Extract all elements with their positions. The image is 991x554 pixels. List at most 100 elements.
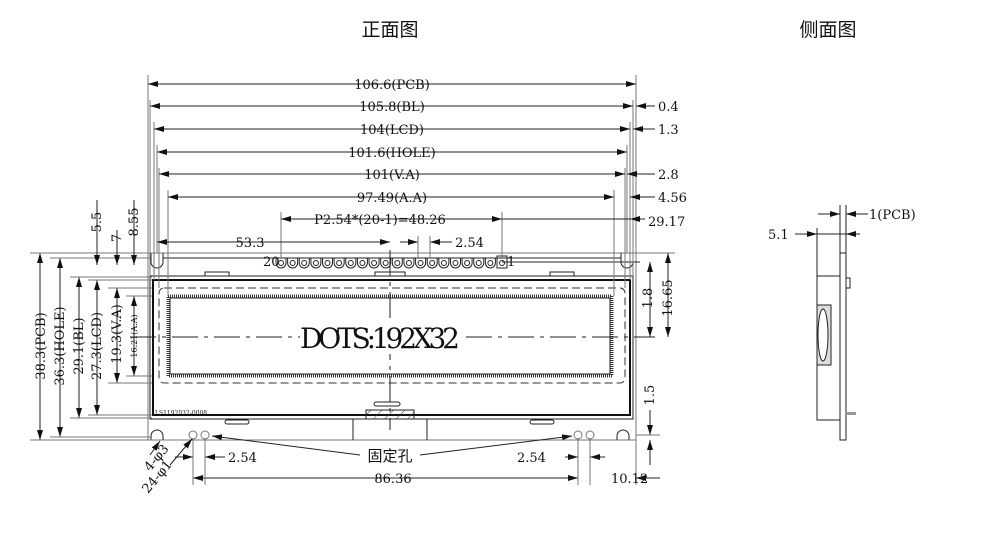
dim-va-height: 19.3(V.A) (110, 304, 125, 364)
pin-hole (475, 260, 482, 266)
dim-right-29-17: 29.17 (648, 215, 685, 230)
pin-pad (473, 258, 485, 269)
dim-pitch: P2.54*(20-1)=48.26 (314, 213, 446, 228)
pin-pad (438, 258, 450, 269)
dim-right-1-3: 1.3 (658, 123, 679, 138)
dimension-labels: 106.6(PCB) 105.8(BL) 104(LCD) 101.6(HOLE… (34, 78, 687, 497)
dim-va-width: 101(V.A) (364, 168, 420, 183)
pin-pad (403, 258, 415, 269)
dim-pcb-width: 106.6(PCB) (354, 78, 430, 93)
dim-bottom-pitch-left: 2.54 (228, 451, 257, 466)
side-connector-ellipse (817, 308, 829, 362)
dim-side-thickness: 5.1 (768, 228, 789, 243)
dim-pin-offset: 53.3 (236, 236, 265, 251)
dim-right-2-8: 2.8 (658, 168, 679, 183)
dim-hole-width: 101.6(HOLE) (348, 146, 435, 161)
dim-bottom-right: 10.12 (611, 472, 648, 487)
dim-v-1-5: 1.5 (643, 385, 658, 406)
pin-pad (298, 258, 310, 269)
dim-bottom-span: 86.36 (374, 472, 411, 487)
tab-right (549, 271, 575, 277)
pin-hole (487, 260, 494, 266)
pin-pad (310, 258, 322, 269)
leader-arrow (149, 440, 161, 456)
dim-lcd-width: 104(LCD) (360, 123, 424, 138)
dim-aa-width: 97.49(A.A) (357, 191, 427, 206)
side-pin (846, 412, 856, 415)
text-backdrop (300, 320, 460, 354)
pin-pad (449, 258, 461, 269)
mount-hole-bottom-right (616, 429, 630, 440)
pin-pad (368, 258, 380, 269)
pin-pad (275, 258, 287, 269)
pin-hole (301, 260, 308, 266)
slot-right (529, 419, 555, 425)
dim-top-7: 7 (110, 234, 125, 242)
pin-pad (461, 258, 473, 269)
pin-hole (452, 260, 459, 266)
dim-side-pcb: 1(PCB) (869, 208, 916, 223)
pin-hole (278, 260, 284, 266)
fixing-holes (188, 430, 595, 440)
pin-row (275, 255, 508, 269)
pin-hole (289, 260, 296, 266)
side-pcb (839, 252, 847, 441)
side-view: 1(PCB) 5.1 (768, 205, 916, 441)
dots-label: DOTS:192X32 (300, 322, 460, 355)
pin-hole (359, 260, 366, 266)
fixing-holes-label: 固定孔 (367, 447, 412, 465)
tab-left (204, 271, 230, 277)
dim-top-8-55: 8.55 (127, 208, 142, 237)
dim-pin-pitch: 2.54 (455, 236, 484, 251)
leader-arrow (211, 434, 361, 456)
side-view-title: 侧面图 (799, 19, 856, 41)
pin-hole (371, 260, 378, 266)
dimension-lines (30, 75, 675, 485)
pcb-code: LS1192032-0008 (155, 410, 207, 417)
pin-pad (484, 258, 496, 269)
mount-hole-bottom-left (150, 429, 164, 440)
slot-center (373, 401, 401, 407)
slot-left (224, 419, 250, 425)
pin-hole (312, 260, 319, 266)
pin-hole (440, 260, 447, 266)
pin-hole (429, 260, 436, 266)
front-view-title: 正面图 (361, 19, 418, 41)
pin-hole (347, 260, 354, 266)
leader-arrow (169, 438, 193, 466)
pin-hole (405, 260, 412, 266)
dim-top-5-5: 5.5 (90, 212, 105, 233)
dim-lcd-height: 27.3(LCD) (90, 312, 105, 380)
pin-hole (382, 260, 389, 266)
mount-hole-top-left (150, 253, 164, 269)
pin-pad (287, 258, 299, 269)
pin-pad (391, 258, 403, 269)
pin-20-label: 20 (263, 255, 280, 270)
pin-pad (415, 258, 427, 269)
pin-hole (336, 260, 343, 266)
dim-v-1-8: 1.8 (641, 288, 656, 309)
front-view: DOTS:192X32 LS1192032-0008 20 1 (130, 250, 655, 441)
pin-hole (394, 260, 401, 266)
mount-hole-top-right (620, 253, 634, 269)
pin-pad (333, 258, 345, 269)
pin-hole (417, 260, 424, 266)
hatched-block (365, 409, 415, 420)
dim-pcb-height: 38.3(PCB) (34, 312, 49, 379)
pin-pad (380, 258, 392, 269)
dim-right-4-56: 4.56 (658, 191, 687, 206)
viewing-area-outline (158, 287, 626, 384)
dim-bl-width: 105.8(BL) (359, 100, 425, 115)
pin-pad (322, 258, 334, 269)
tab-center (374, 271, 406, 277)
pin-hole (324, 260, 331, 266)
dim-bottom-pitch-right: 2.54 (517, 451, 546, 466)
pin-hole (499, 260, 505, 266)
dim-right-0-4: 0.4 (658, 100, 679, 115)
pin-pad (345, 258, 357, 269)
pin-pad (426, 258, 438, 269)
dim-aa-height: 16.21(A.A) (130, 314, 139, 357)
pin-hole (464, 260, 471, 266)
dim-v-16-65: 16.65 (661, 279, 676, 316)
